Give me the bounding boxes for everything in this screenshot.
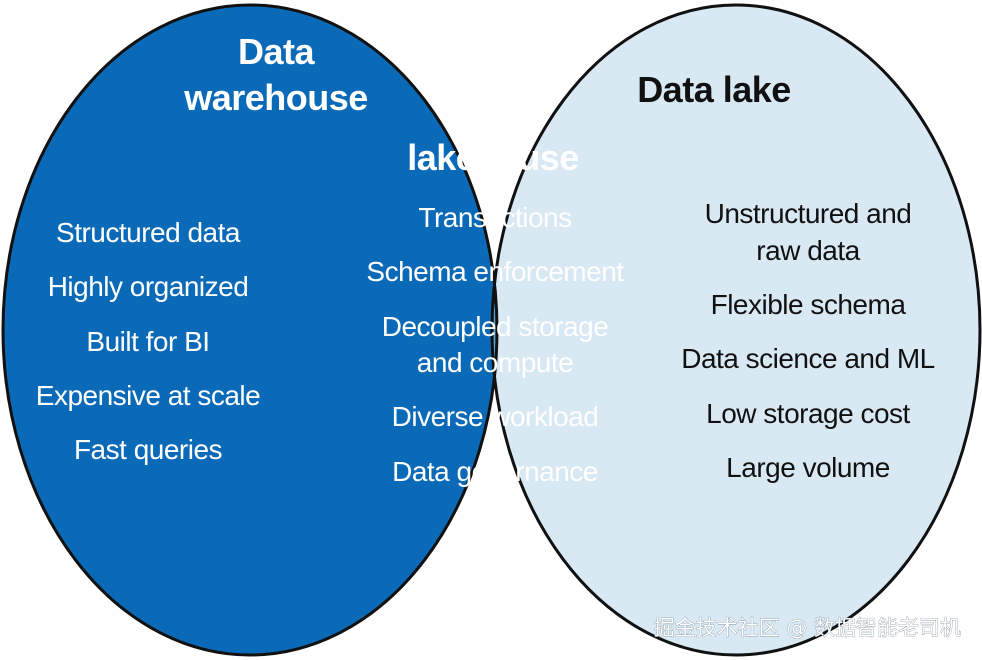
lakehouse-item-transactions: Transactions: [418, 202, 571, 233]
data-warehouse-title-line-2: warehouse: [183, 77, 368, 118]
lakehouse-item-schema-enforcement: Schema enforcement: [366, 256, 624, 287]
data-lake-circle: [492, 5, 980, 655]
data-warehouse-title-line-1: Data: [238, 31, 316, 72]
warehouse-item-fast-queries: Fast queries: [74, 434, 222, 465]
lake-item-flexible-schema: Flexible schema: [711, 289, 907, 320]
lake-item-data-science-and-ml: Data science and ML: [681, 343, 935, 374]
lake-item-unstructured-and: Unstructured and: [705, 198, 912, 229]
lake-item-large-volume: Large volume: [726, 452, 890, 483]
lakehouse-item-data-governance: Data governance: [392, 456, 598, 487]
data-warehouse-circle: [3, 5, 497, 655]
data-lakehouse-title-line-2: lakehouse: [407, 137, 579, 178]
data-lakehouse-title-line-1: Data: [455, 91, 533, 132]
lakehouse-item-and-compute: and compute: [417, 347, 573, 378]
data-warehouse-outline: [1, 3, 499, 657]
warehouse-item-structured-data: Structured data: [56, 217, 241, 248]
lakehouse-item-diverse-workload: Diverse workload: [392, 401, 599, 432]
data-lake-title: Data lake: [637, 69, 791, 110]
lakehouse-item-decoupled-storage: Decoupled storage: [382, 311, 609, 342]
lake-item-raw-data: raw data: [756, 235, 860, 266]
watermark: 掘金技术社区 @ 数据智能老司机: [654, 616, 961, 640]
warehouse-item-expensive-at-scale: Expensive at scale: [36, 380, 260, 411]
data-lake-outline: [490, 3, 982, 657]
lake-item-low-storage-cost: Low storage cost: [706, 398, 910, 429]
warehouse-item-highly-organized: Highly organized: [48, 271, 249, 302]
warehouse-item-built-for-bi: Built for BI: [86, 326, 209, 357]
